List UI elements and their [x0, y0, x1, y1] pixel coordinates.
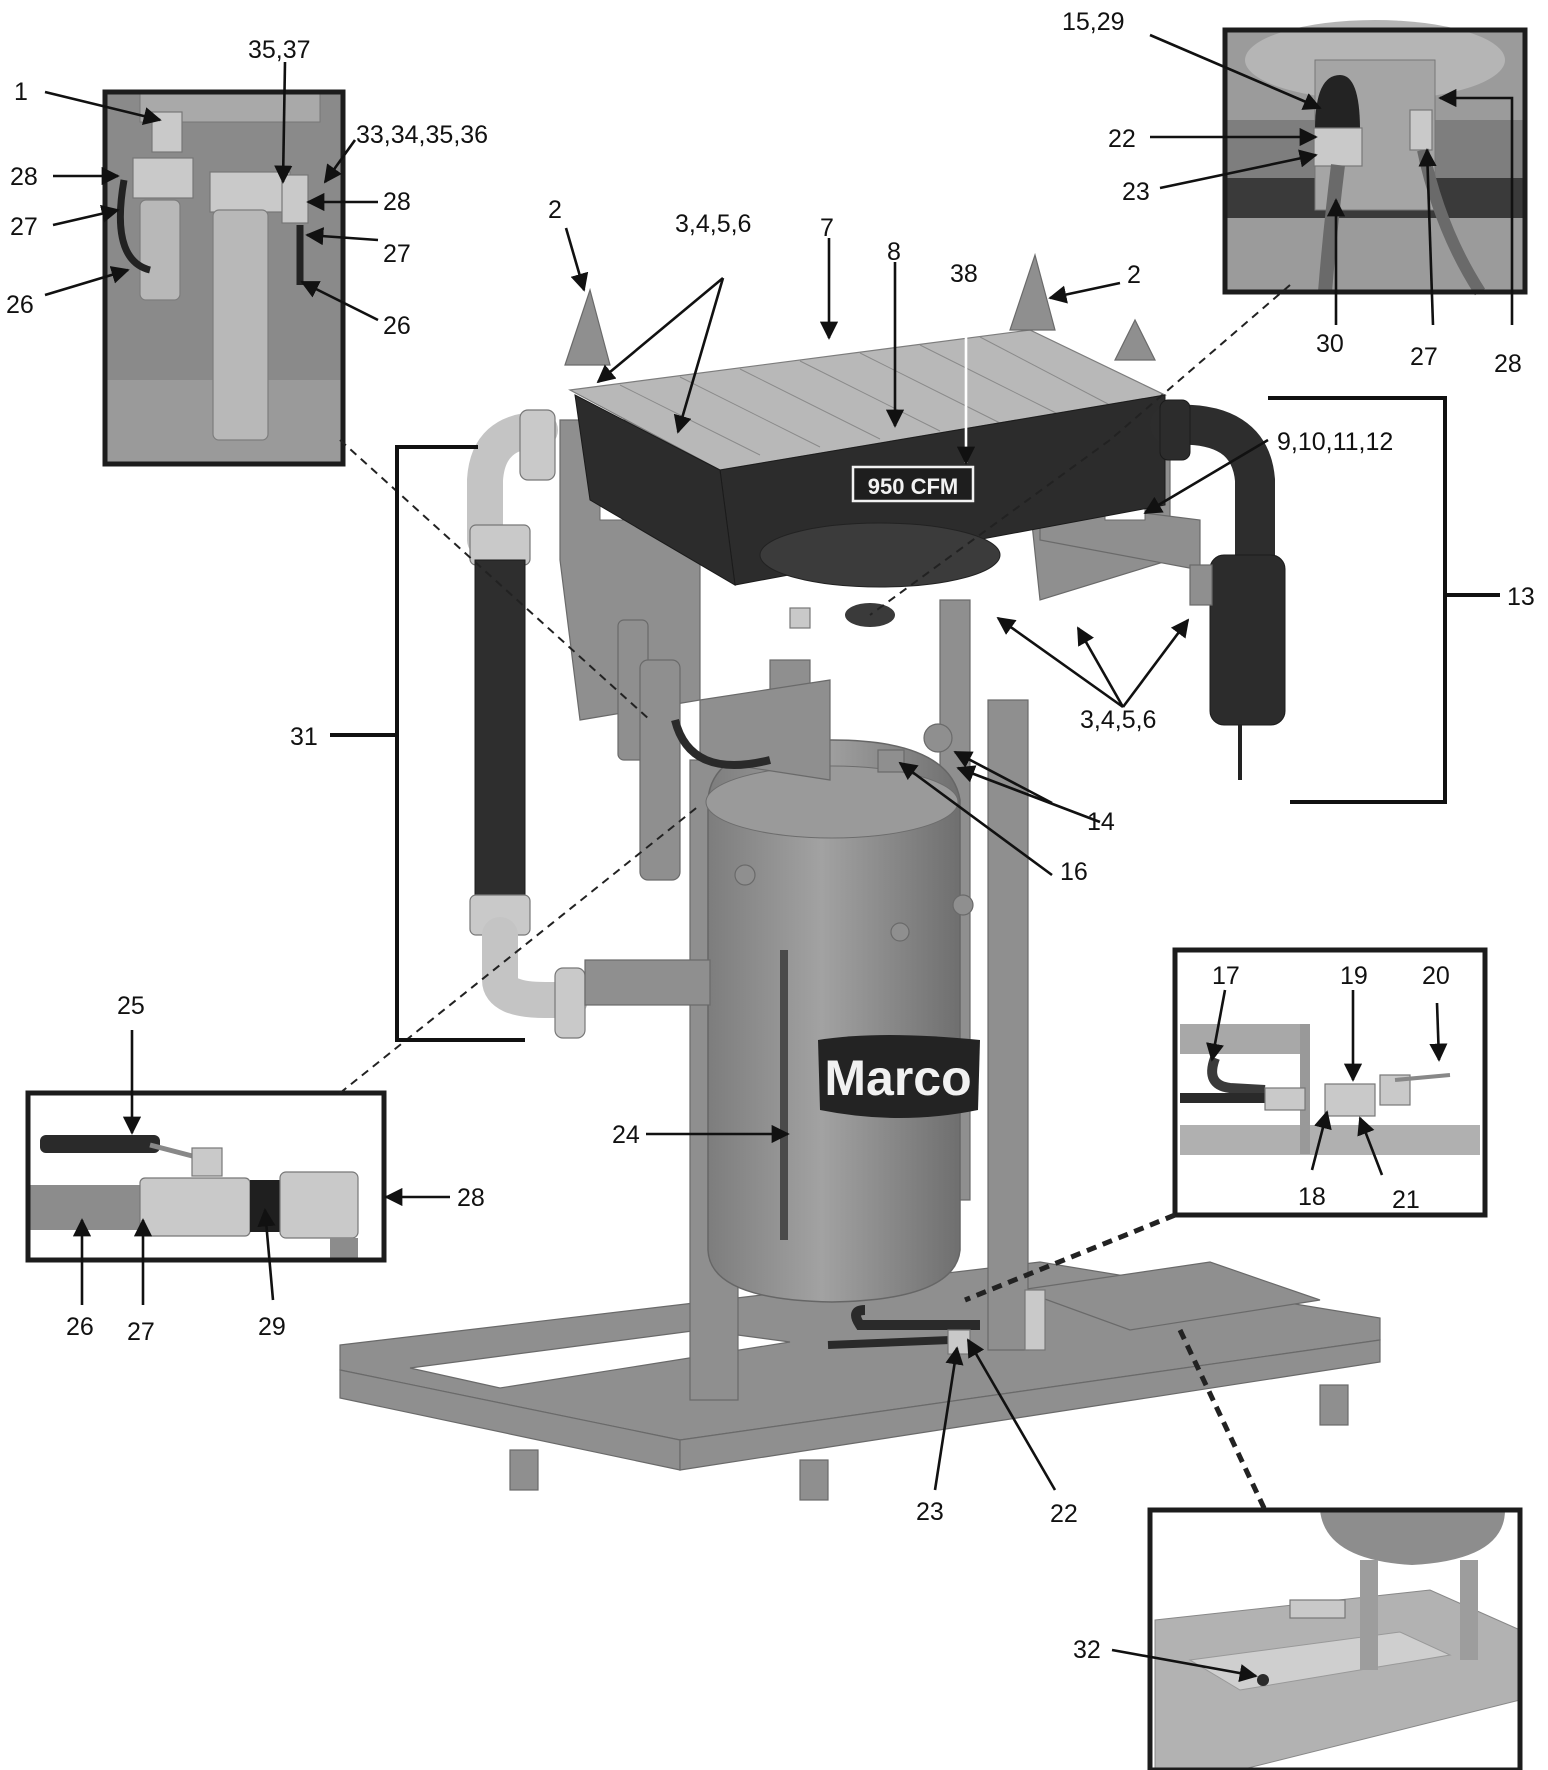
callout-label: 3,4,5,6: [1080, 706, 1156, 734]
callout-label: 1: [14, 78, 28, 106]
callout-label: 26: [383, 312, 411, 340]
callout-label: 35,37: [248, 36, 311, 64]
inset-filter-regulator: [102, 89, 346, 467]
callout-label: 25: [117, 992, 145, 1020]
callout-label: 27: [127, 1318, 155, 1346]
callout-label: 22: [1050, 1500, 1078, 1528]
callout-label: 13: [1507, 583, 1535, 611]
callout-label: 27: [10, 213, 38, 241]
callout-label: 18: [1298, 1183, 1326, 1211]
brand-logo: Marco: [824, 1050, 971, 1106]
callout-label: 21: [1392, 1186, 1420, 1214]
callout-label: 26: [66, 1313, 94, 1341]
callout-label: 38: [950, 260, 978, 288]
callout-label: 3,4,5,6: [675, 210, 751, 238]
filter-regulator: [617, 603, 895, 881]
inset-drain-assembly: [1172, 947, 1488, 1218]
callout-label: 15,29: [1062, 8, 1125, 36]
callout-label: 19: [1340, 962, 1368, 990]
callout-label: 23: [916, 1498, 944, 1526]
base-skid: [339, 1261, 1381, 1501]
callout-label: 9,10,11,12: [1277, 428, 1393, 456]
callout-label: 31: [290, 723, 318, 751]
callout-label: 20: [1422, 962, 1450, 990]
callout-label: 14: [1087, 808, 1115, 836]
callout-label: 26: [6, 291, 34, 319]
callout-label: 30: [1316, 330, 1344, 358]
receiver-tank: Marco: [705, 723, 980, 1303]
leader-lines: [44, 33, 1514, 1683]
callout-label: 17: [1212, 962, 1240, 990]
callout-label: 8: [887, 238, 901, 266]
callout-label: 16: [1060, 858, 1088, 886]
callout-label: 32: [1073, 1636, 1101, 1664]
callout-label: 7: [820, 214, 834, 242]
callout-label: 27: [383, 240, 411, 268]
aftercooler: 950 CFM: [564, 252, 1167, 588]
main-assembly: Marco: [339, 252, 1381, 1501]
callout-label: 28: [1494, 350, 1522, 378]
callout-label: 2: [548, 196, 562, 224]
callout-label: 27: [1410, 343, 1438, 371]
inset-drain-valve-top: [1222, 20, 1528, 296]
moisture-separator: [1150, 399, 1286, 780]
callout-label: 29: [258, 1313, 286, 1341]
flex-hose-assembly: [467, 409, 711, 1039]
inset-base-drain: [1147, 1507, 1523, 1770]
callout-labels: 1 35,37 33,34,35,36 28 27 26 28 27 26 15…: [6, 8, 1535, 1664]
callout-label: 28: [457, 1184, 485, 1212]
callout-label: 24: [612, 1121, 640, 1149]
drain-hoses: [827, 1289, 1046, 1355]
brackets: [330, 396, 1500, 1042]
callout-label: 28: [10, 163, 38, 191]
callout-label: 22: [1108, 125, 1136, 153]
capacity-badge: 950 CFM: [868, 474, 958, 499]
callout-label: 33,34,35,36: [356, 121, 488, 149]
callout-label: 23: [1122, 178, 1150, 206]
connector-lines: [339, 284, 1291, 1512]
callout-label: 28: [383, 188, 411, 216]
callout-label: 2: [1127, 261, 1141, 289]
